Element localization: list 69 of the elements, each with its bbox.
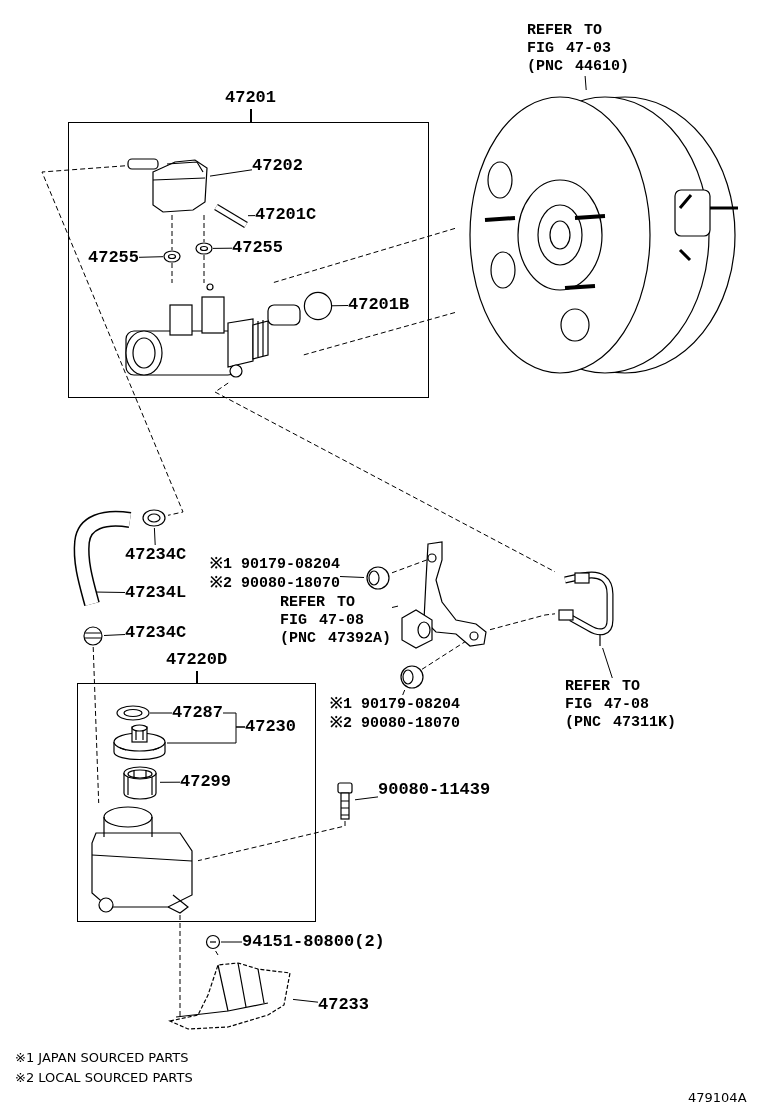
reservoir-cap-drawing: [112, 724, 167, 760]
part-number: 47255: [88, 248, 139, 268]
leader-line: [602, 647, 613, 679]
part-number: ※1 90179-08204: [330, 695, 461, 714]
part-number: ※2 90080-18070: [210, 574, 341, 593]
reference-note: REFER TO FIG 47-08 (PNC 47392A): [280, 594, 392, 648]
alignment-line: [171, 214, 173, 251]
part-number: 47234C: [125, 545, 187, 565]
alignment-line: [302, 312, 456, 356]
clip-drawing: [205, 933, 221, 951]
part-number: 47201C: [255, 205, 317, 225]
part-number: 47230: [245, 717, 296, 737]
leader-line: [209, 169, 253, 177]
leader-line: [159, 781, 181, 783]
leader-line: [220, 941, 243, 943]
leader-line: [153, 527, 156, 546]
part-number: 47299: [180, 772, 231, 792]
alignment-line: [203, 214, 205, 243]
leader-line: [402, 689, 406, 696]
leader-line: [247, 215, 256, 217]
leader-line: [149, 712, 173, 714]
part-number: 47233: [318, 995, 369, 1015]
part-number: 47234L: [125, 583, 187, 603]
leader-line: [584, 75, 587, 91]
figure-number: 479104A: [688, 1090, 747, 1106]
leader-line: [354, 796, 379, 801]
part-number: 47201: [225, 88, 276, 108]
leader-line: [391, 605, 399, 608]
leader-line: [292, 998, 319, 1003]
part-number: ※2 90080-18070: [330, 714, 461, 733]
grommet-drawing: [195, 242, 213, 255]
bracket-drawing: [398, 540, 490, 650]
part-number: 94151-80800(2): [242, 932, 385, 952]
reference-note: REFER TO FIG 47-03 (PNC 44610): [527, 22, 631, 76]
alignment-line: [197, 820, 346, 862]
alignment-line: [203, 254, 205, 284]
part-number: 47255: [232, 238, 283, 258]
leader-line: [103, 634, 126, 636]
part-number: 47220D: [166, 650, 228, 670]
hose-clamp-drawing: [82, 625, 104, 647]
strainer-drawing: [120, 765, 160, 800]
leader-line: [138, 256, 164, 258]
alignment-line: [41, 165, 184, 516]
hose-clamp-drawing: [140, 508, 168, 528]
footnote: ※2 LOCAL SOURCED PARTS: [15, 1070, 193, 1086]
reference-note: REFER TO FIG 47-08 (PNC 47311K): [565, 678, 677, 732]
alignment-line: [92, 646, 100, 804]
part-number: 47287: [172, 703, 223, 723]
nut-drawing: [364, 565, 392, 591]
alignment-line: [489, 613, 556, 631]
grommet-drawing: [163, 250, 181, 263]
nut-drawing: [398, 664, 422, 690]
gasket-drawing: [115, 704, 150, 722]
part-number: ※1 90179-08204: [210, 555, 341, 574]
alignment-line: [171, 262, 173, 284]
o-ring-drawing: [305, 289, 331, 323]
part-number: 90080-11439: [378, 780, 491, 800]
leader-line: [166, 726, 246, 744]
footnote: ※1 JAPAN SOURCED PARTS: [15, 1050, 189, 1066]
part-number: 47201B: [348, 295, 410, 315]
part-number: 47234C: [125, 623, 187, 643]
leader-line: [339, 576, 365, 578]
bolt-drawing: [335, 781, 355, 821]
leader-line: [212, 247, 233, 249]
alignment-line: [214, 382, 556, 573]
pin-drawing: [212, 203, 248, 229]
alignment-line: [271, 227, 456, 284]
alignment-line: [215, 950, 219, 956]
part-number: 47202: [252, 156, 303, 176]
